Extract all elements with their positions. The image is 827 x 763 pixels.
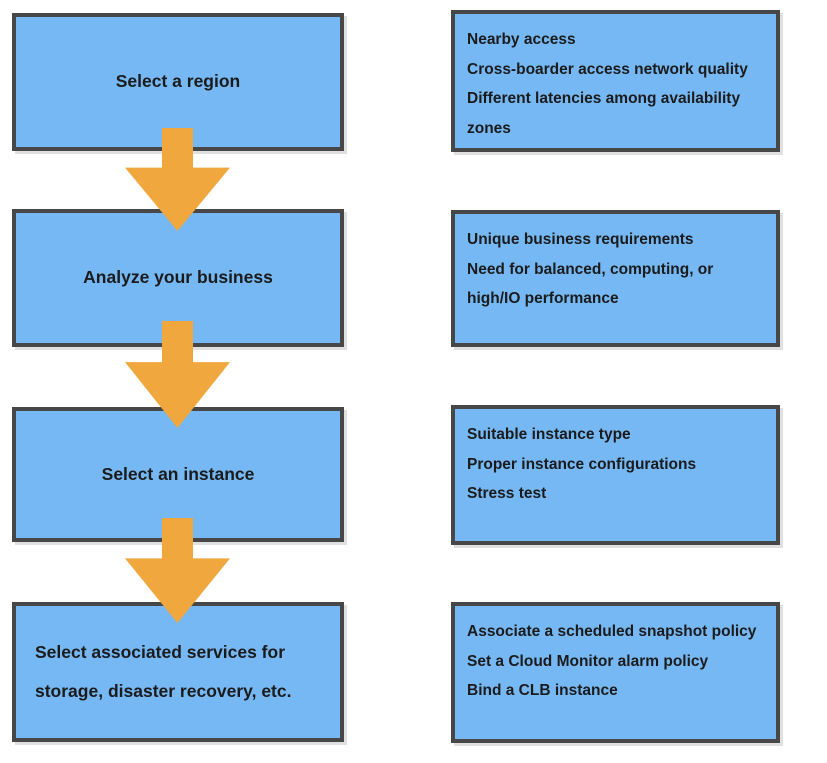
note-line: Need for balanced, computing, or high/IO… (467, 260, 714, 308)
note-line: Bind a CLB instance (467, 682, 618, 699)
down-arrow-icon (125, 518, 230, 623)
step-box-associated-services: Select associated services for storage, … (12, 602, 344, 742)
note-line: Set a Cloud Monitor alarm policy (467, 652, 709, 670)
note-line: Unique business requirements (467, 231, 694, 248)
down-arrow-icon (125, 128, 230, 231)
note-line: Proper instance configurations (467, 455, 697, 473)
note-line: Nearby access (467, 31, 576, 48)
note-line: Cross-boarder access network quality (467, 60, 748, 78)
note-line: Stress test (467, 485, 547, 502)
step-title: Select a region (115, 71, 241, 92)
note-line: Suitable instance type (467, 426, 631, 443)
step-title: Select associated services for storage, … (35, 641, 292, 701)
note-line: Different latencies among availability z… (467, 90, 741, 137)
note-line: Associate a scheduled snapshot policy (467, 623, 757, 640)
step-title: Analyze your business (83, 267, 273, 288)
down-arrow-icon (125, 321, 230, 428)
step-title: Select an instance (101, 463, 255, 484)
